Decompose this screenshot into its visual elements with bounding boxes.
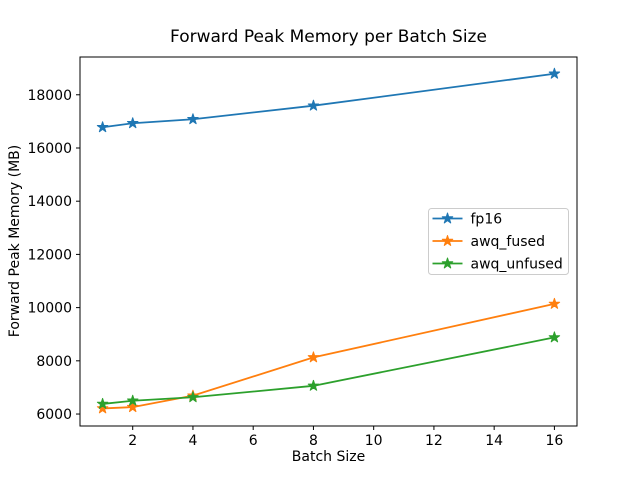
series-line-awq_unfused (101, 336, 556, 405)
y-tick-label: 10000 (27, 301, 72, 317)
data-point-marker-fp16 (307, 99, 320, 111)
axes-frame (79, 56, 578, 427)
legend-label: fp16 (471, 212, 503, 228)
x-tick-label: 12 (425, 433, 443, 449)
data-point-marker-awq_unfused (187, 391, 199, 403)
legend-item-awq_fused: awq_fused (432, 234, 546, 250)
data-point-marker-awq_fused (307, 351, 320, 363)
legend-star-marker (441, 257, 454, 269)
y-tick-label: 16000 (27, 141, 72, 157)
x-tick-label: 14 (485, 433, 503, 449)
x-tick-label: 6 (249, 433, 258, 449)
legend-item-awq_unfused: awq_unfused (432, 257, 563, 273)
y-tick-label: 12000 (27, 247, 72, 263)
x-axis-label: Batch Size (291, 449, 366, 465)
x-tick-label: 2 (128, 433, 137, 449)
data-point-marker-awq_unfused (548, 331, 561, 343)
legend-star-marker (441, 235, 454, 246)
data-point-marker-awq_unfused (96, 397, 109, 409)
legend-label: awq_fused (471, 234, 546, 250)
data-point-marker-awq_fused (96, 402, 109, 414)
legend-label: awq_unfused (471, 257, 563, 273)
data-point-marker-awq_fused (548, 297, 561, 309)
legend: fp16 awq_fused awq_unfused (428, 208, 569, 275)
y-tick-label: 6000 (36, 407, 72, 423)
legend-item-fp16: fp16 (432, 212, 503, 228)
series-line-awq_fused (101, 302, 556, 410)
legend-star-marker (441, 212, 454, 224)
x-tick-label: 8 (309, 433, 318, 449)
y-tick-label: 18000 (27, 88, 72, 104)
data-point-marker-awq_fused (126, 401, 139, 413)
data-point-marker-awq_unfused (307, 379, 320, 391)
data-point-marker-awq_unfused (126, 394, 139, 406)
data-point-marker-fp16 (548, 67, 561, 79)
legend-frame (428, 208, 569, 275)
data-point-marker-fp16 (187, 113, 199, 125)
series-line-fp16 (101, 72, 556, 129)
data-point-marker-fp16 (126, 117, 139, 129)
x-tick-label: 16 (545, 433, 563, 449)
data-point-marker-fp16 (96, 121, 109, 133)
x-tick-label: 10 (365, 433, 383, 449)
y-tick-label: 14000 (27, 194, 72, 210)
chart-title: Forward Peak Memory per Batch Size (170, 27, 487, 47)
x-tick-label: 4 (188, 433, 197, 449)
y-tick-label: 8000 (36, 354, 72, 370)
